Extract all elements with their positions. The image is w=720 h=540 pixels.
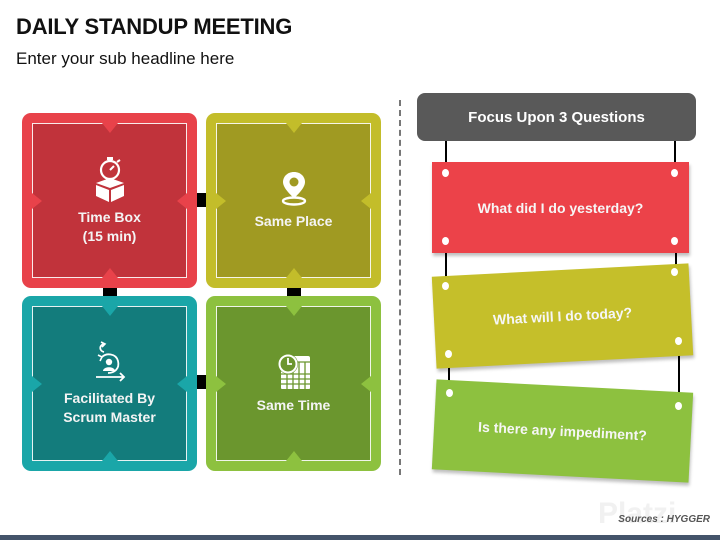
source-note: Sources : HYGGER — [618, 514, 710, 525]
connector-h-top — [196, 193, 207, 207]
punch-hole — [442, 237, 449, 245]
tile-label: Time Box — [78, 208, 141, 225]
punch-hole — [675, 337, 682, 345]
punch-hole — [671, 169, 678, 177]
string — [445, 141, 447, 173]
punch-hole — [671, 268, 678, 276]
question-text: Is there any impediment? — [477, 418, 648, 444]
question-card-today: What will I do today? — [431, 263, 694, 369]
punch-hole — [442, 169, 449, 177]
connector-v-left — [103, 287, 117, 297]
tile-label: Same Place — [254, 213, 333, 229]
string — [445, 240, 447, 284]
clock-calendar-icon — [277, 354, 310, 389]
tile-same-time: Same Time — [206, 296, 381, 471]
bottom-bar — [0, 535, 720, 540]
question-card-yesterday: What did I do yesterday? — [432, 162, 689, 253]
map-pin-icon — [281, 172, 306, 206]
punch-hole — [445, 350, 452, 358]
connector-v-right — [287, 287, 301, 297]
page-subtitle: Enter your sub headline here — [16, 49, 235, 68]
punch-hole — [671, 237, 678, 245]
scrum-master-cycle-icon — [95, 340, 125, 382]
question-text: What did I do yesterday? — [477, 199, 644, 216]
question-text: What will I do today? — [492, 304, 633, 328]
tile-time-box: Time Box (15 min) — [22, 113, 197, 288]
questions-header: Focus Upon 3 Questions — [417, 93, 696, 141]
string — [675, 240, 677, 272]
dashed-divider — [399, 100, 401, 475]
tile-label: Facilitated By — [63, 389, 156, 406]
tile-label-sub: (15 min) — [82, 227, 137, 244]
page-title: DAILY STANDUP MEETING — [16, 14, 293, 39]
punch-hole — [675, 402, 682, 410]
punch-hole — [446, 389, 453, 397]
watermark: Platzi — [598, 497, 677, 530]
stopwatch-box-icon — [95, 156, 124, 202]
string — [678, 338, 680, 406]
punch-hole — [442, 282, 449, 290]
tile-label-sub: Scrum Master — [63, 408, 156, 425]
tile-same-place: Same Place — [206, 113, 381, 288]
connector-h-bottom — [196, 375, 207, 389]
question-card-impediment: Is there any impediment? — [431, 379, 694, 483]
tile-label: Same Time — [256, 397, 331, 413]
string — [448, 352, 450, 394]
tile-facilitated-by-scrum-master: Facilitated By Scrum Master — [22, 296, 197, 471]
string — [674, 141, 676, 173]
